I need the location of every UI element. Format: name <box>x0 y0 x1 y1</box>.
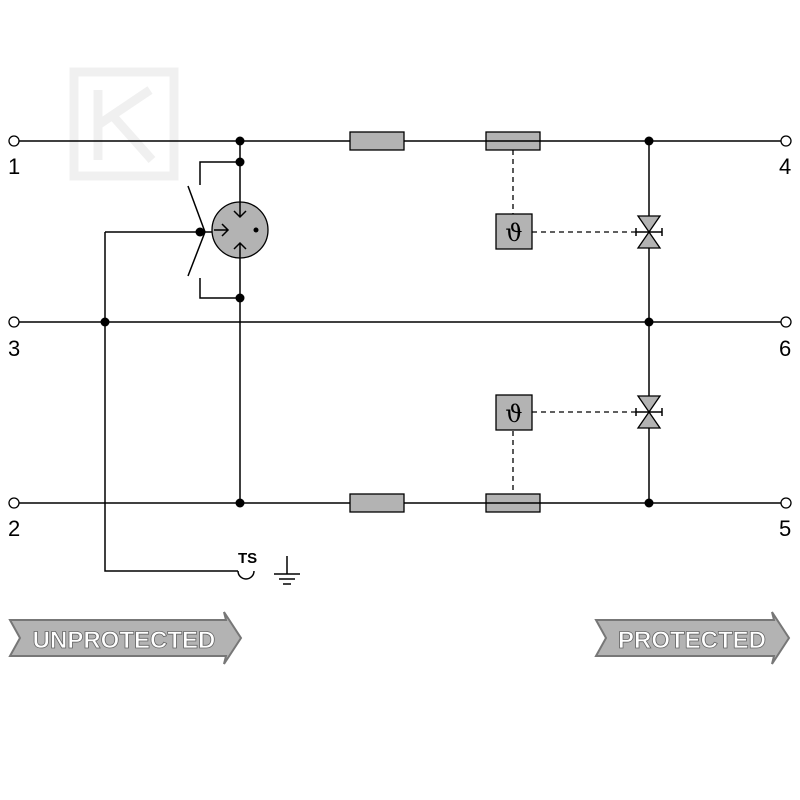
unprotected-banner: UNPROTECTED <box>8 611 243 665</box>
protected-banner: PROTECTED <box>594 611 791 665</box>
terminal-label-6: 6 <box>779 336 791 361</box>
terminal-2 <box>8 497 20 509</box>
terminal-4 <box>780 135 792 147</box>
terminal-3 <box>8 316 20 328</box>
thermal-sensor-bottom: ϑ <box>495 394 533 431</box>
terminal-6 <box>780 316 792 328</box>
unprotected-label: UNPROTECTED <box>33 627 216 654</box>
logo-watermark <box>69 67 179 181</box>
protected-label: PROTECTED <box>618 627 766 654</box>
terminal-5 <box>780 497 792 509</box>
ts-label: TS <box>238 550 257 567</box>
decoupling-resistor-bottom <box>349 493 405 513</box>
tvs-diode-top <box>635 215 663 249</box>
terminal-label-1: 1 <box>8 154 20 179</box>
terminal-label-4: 4 <box>779 154 791 179</box>
terminal-label-2: 2 <box>8 516 20 541</box>
thermal-sensor-top: ϑ <box>495 213 533 250</box>
tvs-diode-bottom <box>635 395 663 429</box>
ts-clip <box>237 570 255 580</box>
junction-dots <box>100 136 654 508</box>
terminal-1 <box>8 135 20 147</box>
ground-wire <box>104 322 238 572</box>
theta-symbol: ϑ <box>505 400 522 428</box>
decoupling-resistor-top <box>349 131 405 151</box>
terminal-label-3: 3 <box>8 336 20 361</box>
terminal-label-5: 5 <box>779 516 791 541</box>
gas-discharge-tube <box>211 201 269 259</box>
theta-symbol: ϑ <box>505 219 522 247</box>
ground-icon <box>274 556 300 585</box>
